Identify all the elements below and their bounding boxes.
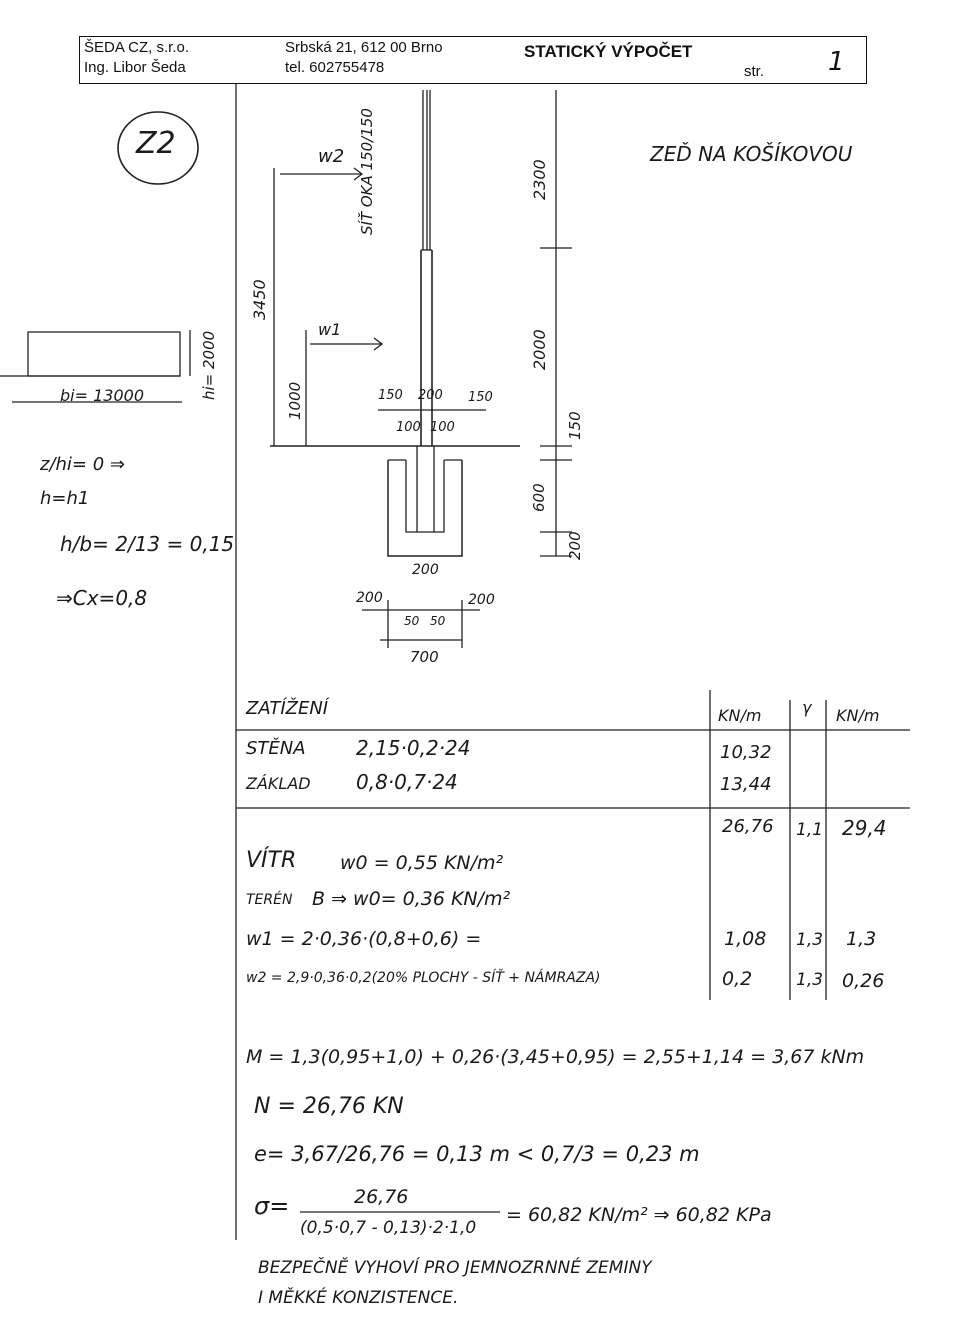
sigma-result: = 60,82 KN/m² ⇒ 60,82 KPa [506,1204,772,1226]
w2-value: 0,2 [722,968,753,990]
w2-factor: 1,3 [796,970,824,990]
dim-200-right: 200 [566,531,584,560]
dim-1000: 1000 [286,381,304,420]
wind-base-pressure: w0 = 0,55 KN/m² [340,852,504,874]
drawing-tag: Z2 [136,126,176,161]
sigma-denominator: (0,5·0,7 - 0,13)·2·1,0 [300,1218,477,1238]
row1-label: STĚNA [246,738,306,759]
document-title: STATICKÝ VÝPOČET [524,42,693,61]
conclusion-line-2: I MĚKKÉ KONZISTENCE. [258,1288,459,1308]
bottom-dim-200-left: 200 [356,590,383,606]
dim-2000: 2000 [530,329,549,370]
dim-2300: 2300 [530,159,549,200]
normal-force: N = 26,76 KN [254,1094,404,1119]
conclusion-line-1: BEZPEČNĚ VYHOVÍ PRO JEMNOZRNNÉ ZEMINY [258,1258,652,1278]
bottom-dim-50-a: 50 [404,614,420,628]
wind-w1-label: w1 [318,320,342,339]
w1-factor: 1,3 [796,930,824,950]
row2-value: 13,44 [720,774,772,795]
sum-value: 26,76 [722,816,774,837]
eccentricity: e= 3,67/26,76 = 0,13 m < 0,7/3 = 0,23 m [254,1142,700,1166]
wind-label: VÍTR [246,848,297,873]
col-char-header: KN/m [718,706,762,725]
bottom-dim-700: 700 [410,648,439,666]
w1-expression: w1 = 2·0,36·(0,8+0,6) = [246,928,482,950]
sum-design: 29,4 [842,816,887,840]
height-label: hi= 2000 [200,330,218,400]
calc-line-2: h=h1 [40,488,90,509]
sum-factor: 1,1 [796,820,824,840]
width-label: bi= 13000 [60,386,144,405]
top-dim-150-b: 150 [468,390,493,405]
dim-3450: 3450 [250,279,269,320]
company-phone: tel. 602755478 [285,59,385,76]
row2-label: ZÁKLAD [246,774,311,793]
w1-value: 1,08 [724,928,767,950]
sigma-numerator: 26,76 [354,1186,409,1208]
calc-line-1: z/hi= 0 ⇒ [40,454,125,475]
page-label: str. [744,63,765,80]
sigma-label: σ= [254,1192,290,1220]
top-dim-100-b: 100 [430,420,455,435]
row1-value: 10,32 [720,742,772,763]
w2-design: 0,26 [842,970,885,992]
top-dim-200: 200 [418,388,443,403]
loads-heading: ZATÍŽENÍ [246,698,329,719]
top-dim-100-a: 100 [396,420,421,435]
dim-600: 600 [530,483,548,512]
top-dim-150-a: 150 [378,388,403,403]
row2-expression: 0,8·0,7·24 [356,770,458,794]
col-design-header: KN/m [836,706,880,725]
col-factor-header: γ [802,698,812,717]
w1-design: 1,3 [846,928,877,950]
terrain-label: TERÉN [246,892,293,908]
sketch-title: ZEĎ NA KOŠÍKOVOU [650,142,853,166]
bottom-dim-200-right: 200 [468,592,495,608]
wind-w2-label: w2 [318,146,345,167]
engineer-name: Ing. Libor Šeda [84,59,186,76]
header-box: ŠEDA CZ, s.r.o. Ing. Libor Šeda Srbská 2… [79,36,867,84]
calc-line-3: h/b= 2/13 = 0,15 [60,532,235,556]
dim-150-right: 150 [566,411,584,440]
bottom-dim-200-top: 200 [412,562,439,578]
calc-line-4: ⇒Cx=0,8 [56,586,148,610]
page-number: 1 [828,47,845,77]
bottom-dim-50-b: 50 [430,614,446,628]
company-name: ŠEDA CZ, s.r.o. [84,39,190,56]
mesh-label: SÍŤ OKA 150/150 [358,108,376,235]
moment-equation: M = 1,3(0,95+1,0) + 0,26·(3,45+0,95) = 2… [246,1046,865,1068]
row1-expression: 2,15·0,2·24 [356,736,471,760]
company-address: Srbská 21, 612 00 Brno [285,39,443,56]
terrain-pressure: B ⇒ w0= 0,36 KN/m² [312,888,511,910]
w2-expression: w2 = 2,9·0,36·0,2(20% PLOCHY - SÍŤ + NÁM… [246,970,601,986]
